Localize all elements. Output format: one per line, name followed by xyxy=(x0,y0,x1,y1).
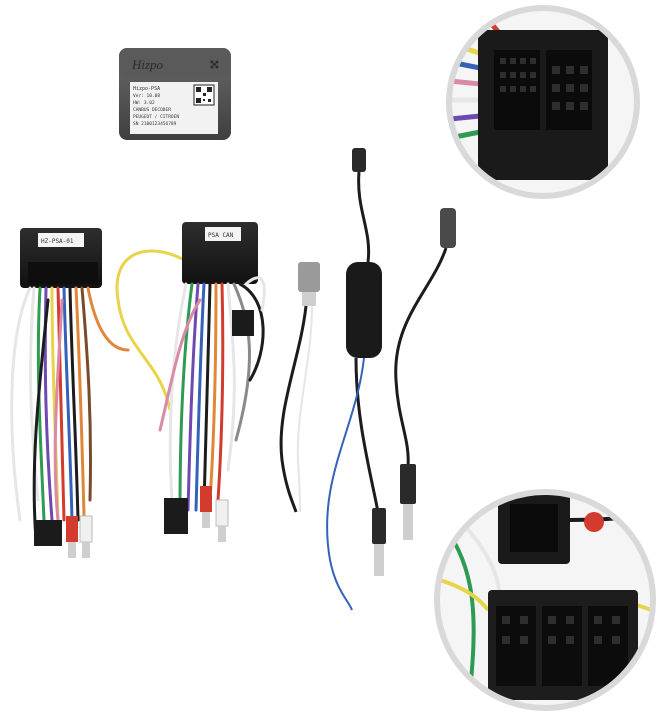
antenna-extension-cable xyxy=(394,208,456,540)
sticker-line-1: Hizpo-PSA xyxy=(133,86,160,92)
sticker-line-4: CANBUS DECODER xyxy=(133,107,171,113)
center-harness: PSA CAN xyxy=(115,222,266,542)
canbus-decoder-box: Hizpo Hizpo-PSA Ver: 10.08 HW: 3.02 CANB… xyxy=(119,48,231,140)
qr-code-icon xyxy=(193,84,215,106)
zoom-inset-iso-connector xyxy=(434,489,656,711)
left-rca-plugs xyxy=(66,515,93,558)
antenna-top-plug xyxy=(352,148,366,172)
zoom-inset-quadlock-connector xyxy=(446,5,640,199)
left-small-connector xyxy=(34,520,62,546)
sticker-line-6: SN 2100123456789 xyxy=(133,121,177,127)
left-harness: HZ-PSA-01 xyxy=(10,228,130,558)
antenna-extension-bottom-plug xyxy=(400,464,416,504)
speaker-grille-icon xyxy=(210,60,219,69)
antenna-booster-cable xyxy=(326,148,386,611)
antenna-bottom-plug-1 xyxy=(372,508,386,544)
small-adapter-plug xyxy=(298,262,320,292)
center-connector-tag xyxy=(205,227,241,241)
left-tag-text: HZ-PSA-01 xyxy=(41,238,74,245)
left-connector-tag xyxy=(38,233,84,247)
antenna-booster-module xyxy=(346,262,382,358)
sticker-line-2: Ver: 10.08 xyxy=(133,93,160,99)
center-rca-plugs xyxy=(200,486,229,542)
small-adapter-cable xyxy=(279,262,320,513)
center-bottom-connector xyxy=(164,498,188,534)
decoder-brand-logo: Hizpo xyxy=(131,57,164,72)
sticker-line-5: PEUGEOT / CITROEN xyxy=(133,114,179,120)
antenna-extension-top-plug xyxy=(440,208,456,248)
sticker-line-3: HW: 3.02 xyxy=(133,100,155,106)
center-side-connector xyxy=(232,310,254,336)
center-tag-text: PSA CAN xyxy=(208,232,234,239)
